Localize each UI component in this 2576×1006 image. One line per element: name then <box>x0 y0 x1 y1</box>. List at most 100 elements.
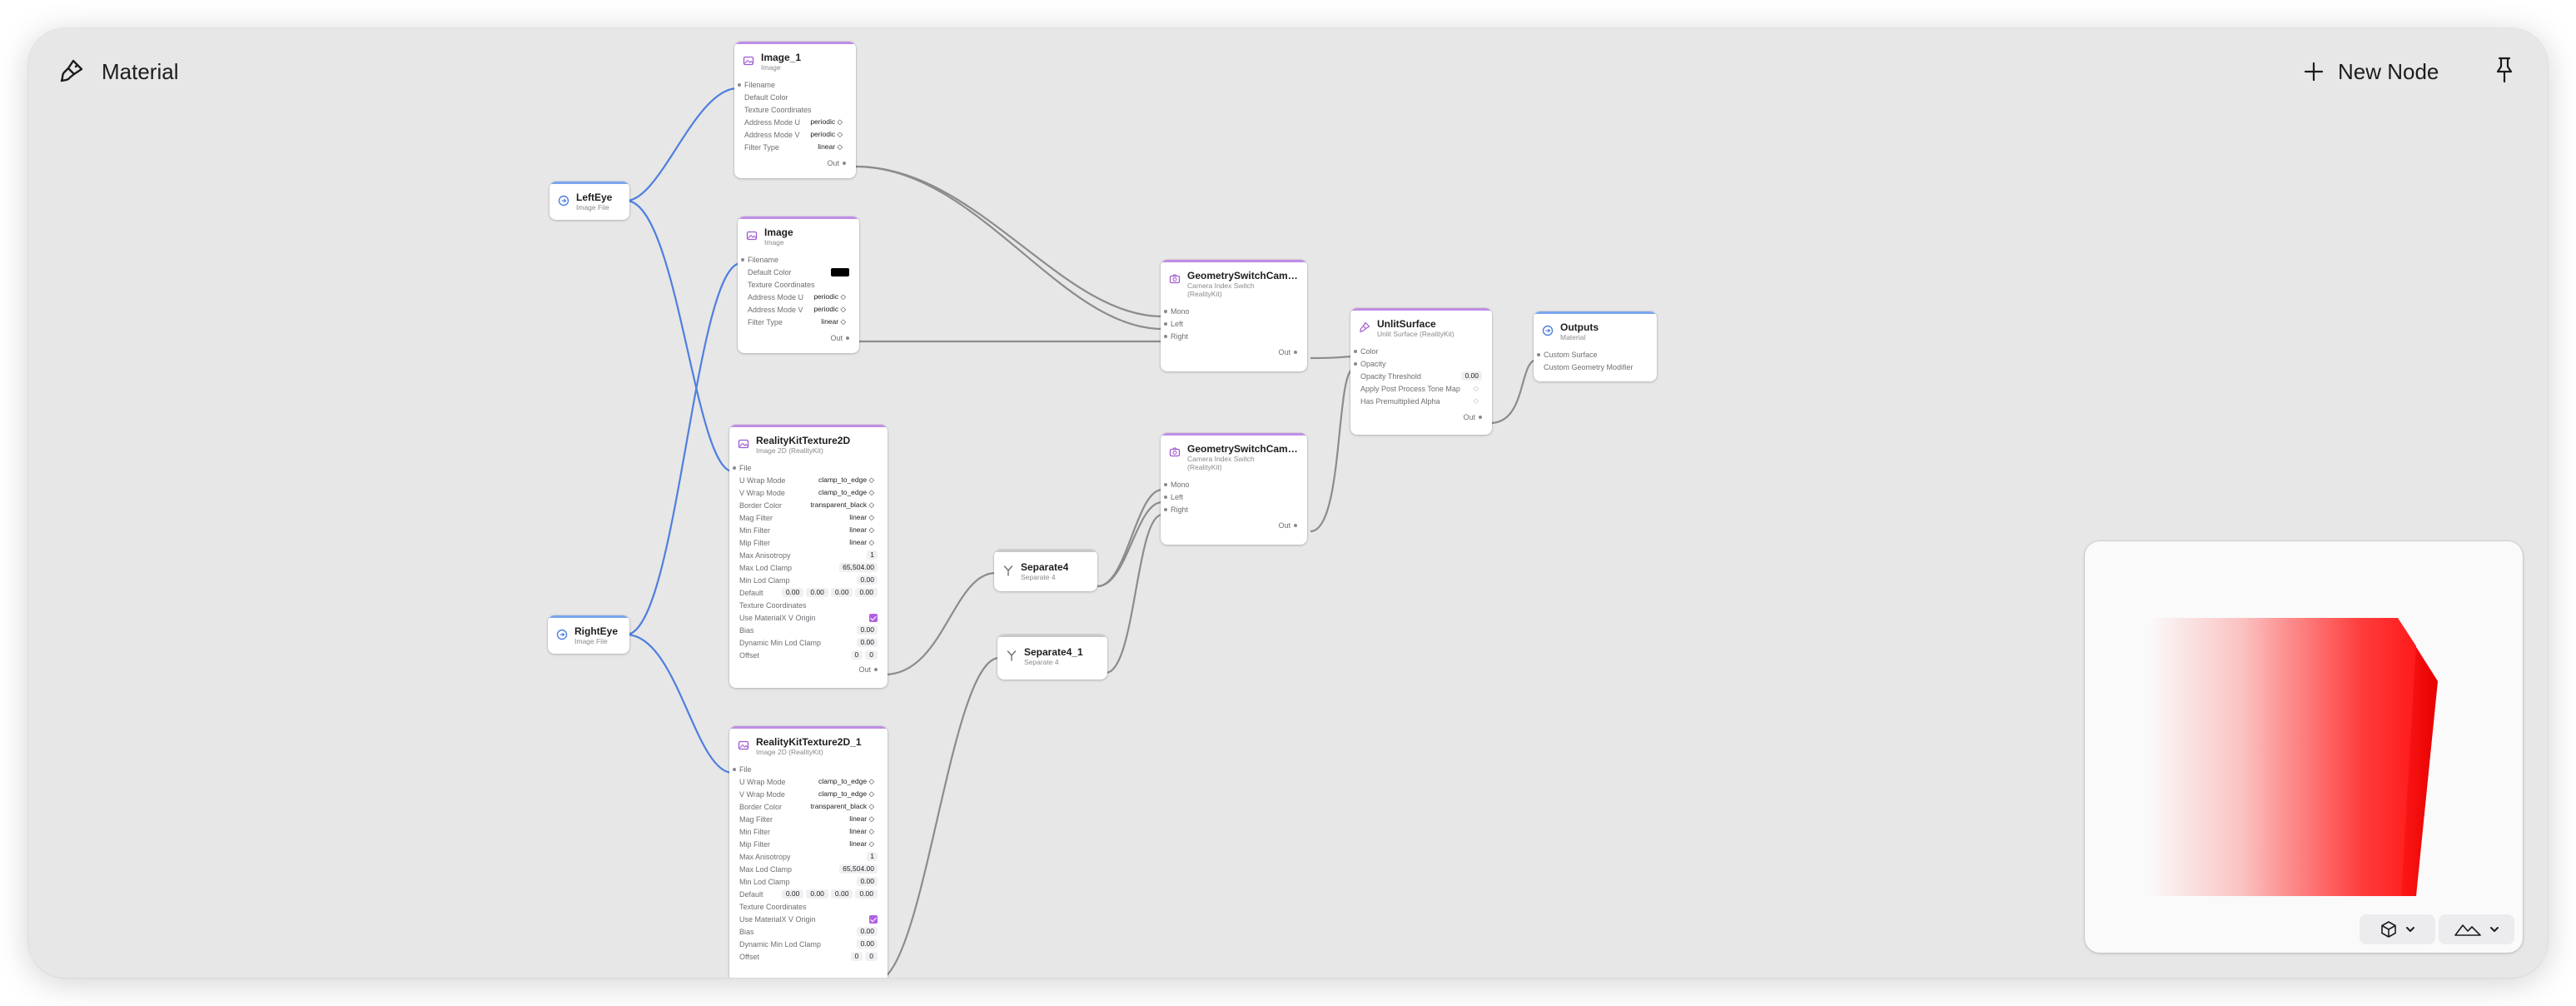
input-row[interactable]: Opacity <box>1350 357 1492 370</box>
input-row[interactable]: Texture Coordinates <box>729 900 888 913</box>
input-row[interactable]: Default Color <box>738 266 859 278</box>
default-color-swatch[interactable] <box>831 267 849 276</box>
min-filter-select[interactable]: linear ◇ <box>849 525 874 534</box>
default-field[interactable]: 0.00 <box>830 588 853 597</box>
output-row[interactable]: Out <box>1161 346 1307 358</box>
default-field[interactable]: 0.00 <box>781 889 804 899</box>
input-row[interactable]: Offset 0 0 <box>729 950 888 963</box>
node-righteye[interactable]: RightEye Image File <box>548 615 629 654</box>
input-row[interactable]: Texture Coordinates <box>738 278 859 291</box>
dynamic-min-lod-clamp-field[interactable]: 0.00 <box>857 638 878 647</box>
mag-filter-select[interactable]: linear ◇ <box>849 513 874 521</box>
mip-filter-select[interactable]: linear ◇ <box>849 538 874 546</box>
new-node-button[interactable]: New Node <box>2303 47 2439 97</box>
default-field[interactable]: 0.00 <box>855 889 878 899</box>
input-row[interactable]: Left <box>1161 317 1307 330</box>
use-materialx-v-origin-checkbox[interactable] <box>869 914 878 924</box>
node-image[interactable]: Image Image Filename Default Color Textu… <box>738 217 859 353</box>
border-color-select[interactable]: transparent_black ◇ <box>810 802 874 810</box>
tone-map-toggle[interactable]: ◇ <box>1473 384 1479 392</box>
input-row[interactable]: Default Color <box>734 91 856 103</box>
node-realitykit-texture2d[interactable]: RealityKitTexture2D Image 2D (RealityKit… <box>729 425 888 688</box>
max-anisotropy-field[interactable]: 1 <box>867 550 878 560</box>
input-row[interactable]: Default 0.00 0.00 0.00 0.00 <box>729 888 888 900</box>
address-mode-v-select[interactable]: periodic ◇ <box>810 130 843 138</box>
input-row[interactable]: File <box>729 763 888 775</box>
node-separate4-1[interactable]: Separate4_1 Separate 4 <box>997 635 1107 680</box>
default-field[interactable]: 0.00 <box>806 588 828 597</box>
dynamic-min-lod-clamp-field[interactable]: 0.00 <box>857 939 878 949</box>
u-wrap-select[interactable]: clamp_to_edge ◇ <box>818 777 874 785</box>
input-row[interactable]: Mono <box>1161 305 1307 317</box>
input-row[interactable]: Right <box>1161 330 1307 342</box>
input-row[interactable]: Offset 0 0 <box>729 649 888 661</box>
offset-field[interactable]: 0 <box>850 952 863 961</box>
node-image-1[interactable]: Image_1 Image Filename Default Color Tex… <box>734 42 856 178</box>
input-row[interactable]: Filename <box>738 253 859 266</box>
offset-field[interactable]: 0 <box>865 952 878 961</box>
input-row[interactable]: Left <box>1161 491 1307 503</box>
max-lod-clamp-field[interactable]: 65,504.00 <box>839 864 878 874</box>
output-row[interactable]: Out <box>1350 411 1492 423</box>
address-mode-u-select[interactable]: periodic ◇ <box>810 117 843 126</box>
use-materialx-v-origin-checkbox[interactable] <box>869 613 878 622</box>
input-row[interactable]: Custom Surface <box>1534 348 1657 361</box>
output-row[interactable]: Out <box>729 663 888 675</box>
premultiplied-alpha-toggle[interactable]: ◇ <box>1473 396 1479 405</box>
mip-filter-select[interactable]: linear ◇ <box>849 839 874 848</box>
min-lod-clamp-field[interactable]: 0.00 <box>857 877 878 886</box>
offset-field[interactable]: 0 <box>865 650 878 660</box>
node-unlit-surface[interactable]: UnlitSurface Unlit Surface (RealityKit) … <box>1350 308 1492 435</box>
input-row[interactable]: Use MaterialX V Origin <box>729 913 888 925</box>
input-row[interactable]: Apply Post Process Tone Map◇ <box>1350 382 1492 395</box>
default-field[interactable]: 0.00 <box>830 889 853 899</box>
output-row[interactable]: Out <box>738 331 859 344</box>
default-field[interactable]: 0.00 <box>855 588 878 597</box>
input-row[interactable]: Texture Coordinates <box>734 103 856 116</box>
input-row[interactable]: File <box>729 461 888 474</box>
input-row[interactable]: Filename <box>734 78 856 91</box>
input-row[interactable]: Use MaterialX V Origin <box>729 611 888 624</box>
mag-filter-select[interactable]: linear ◇ <box>849 814 874 823</box>
node-lefteye[interactable]: LeftEye Image File <box>550 182 629 220</box>
pin-button[interactable] <box>2488 45 2521 95</box>
bias-field[interactable]: 0.00 <box>857 927 878 936</box>
v-wrap-select[interactable]: clamp_to_edge ◇ <box>818 789 874 798</box>
input-row[interactable]: Mono <box>1161 478 1307 491</box>
input-row[interactable]: Default 0.00 0.00 0.00 0.00 <box>729 586 888 599</box>
offset-field[interactable]: 0 <box>850 650 863 660</box>
node-geometry-switch-camera-1[interactable]: GeometrySwitchCame... Camera Index Switc… <box>1161 260 1307 371</box>
input-row[interactable]: Custom Geometry Modifier <box>1534 361 1657 373</box>
node-realitykit-texture2d-1[interactable]: RealityKitTexture2D_1 Image 2D (RealityK… <box>729 726 888 978</box>
address-mode-u-select[interactable]: periodic ◇ <box>813 292 846 301</box>
preview-shape-menu[interactable] <box>2360 914 2435 944</box>
min-filter-select[interactable]: linear ◇ <box>849 827 874 835</box>
v-wrap-select[interactable]: clamp_to_edge ◇ <box>818 488 874 496</box>
